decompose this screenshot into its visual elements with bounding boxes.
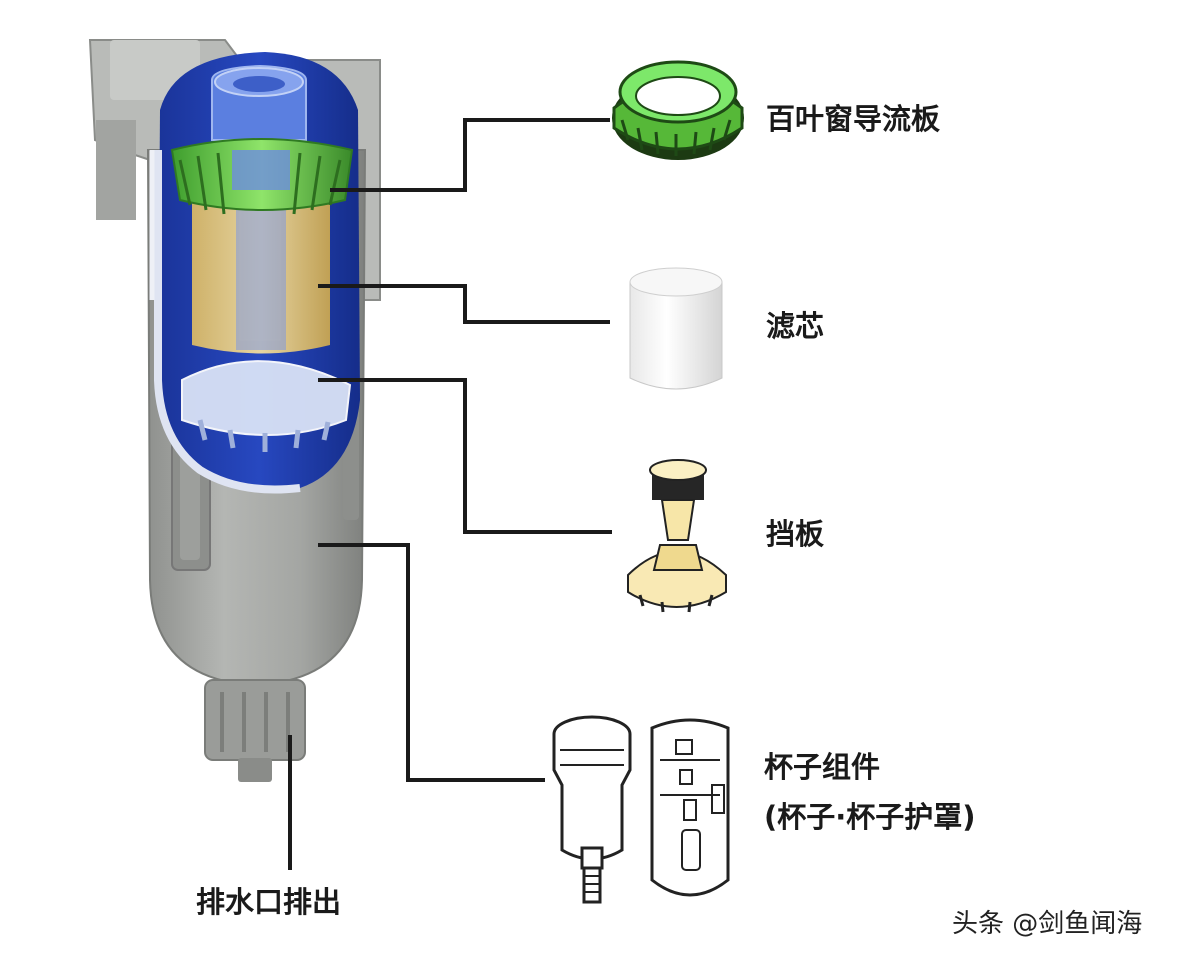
label-cup-assembly: 杯子组件	[764, 750, 881, 784]
filter-element-part	[629, 267, 723, 390]
cup-assembly-parts	[552, 715, 730, 904]
leader-lines	[288, 118, 612, 870]
label-baffle: 挡板	[766, 517, 825, 551]
watermark: 头条 @剑鱼闻海	[952, 909, 1143, 939]
leader-baffle	[318, 378, 612, 534]
leader-louver	[330, 118, 610, 192]
louver-ring-part	[612, 60, 744, 160]
cup-part	[552, 715, 632, 904]
cup-guard-part	[650, 718, 730, 897]
label-cup-assembly-detail: (杯子·杯子护罩)	[764, 800, 976, 834]
leader-cup	[318, 543, 545, 782]
leader-filter	[318, 284, 610, 324]
label-drain-outlet: 排水口排出	[196, 885, 342, 919]
bowl-cutaway	[149, 52, 360, 494]
label-louver-deflector: 百叶窗导流板	[766, 102, 941, 136]
baffle-part	[627, 459, 727, 613]
label-filter-element: 滤芯	[766, 309, 825, 343]
